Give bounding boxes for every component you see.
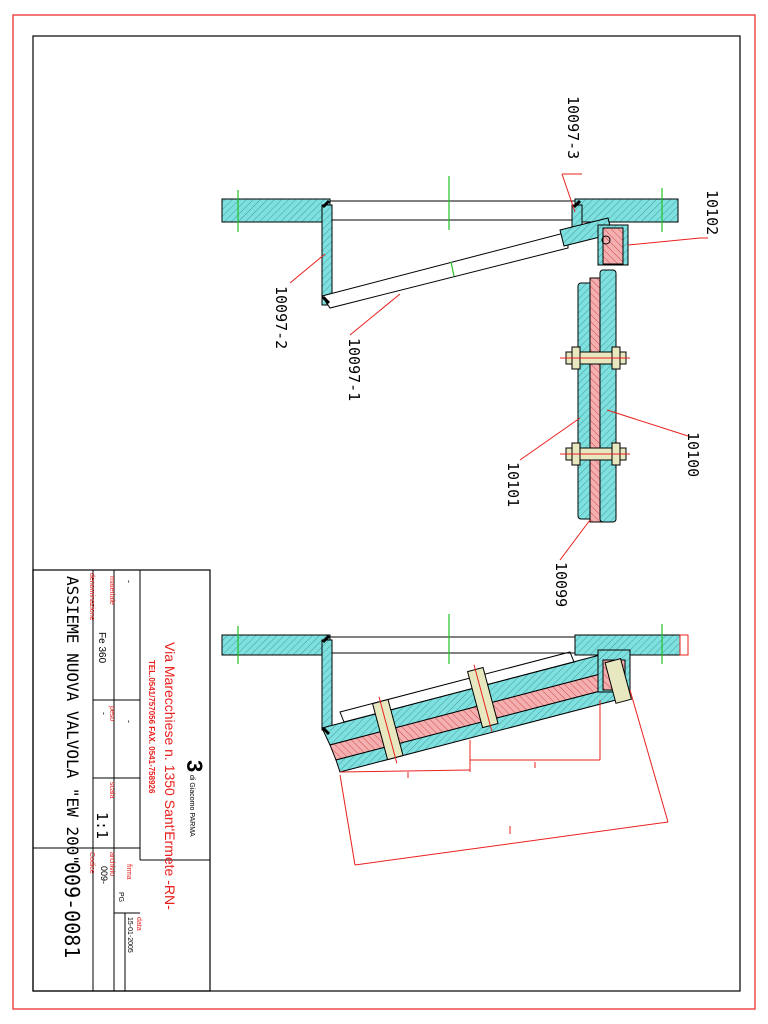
blank-field-1: -: [124, 580, 134, 583]
data-value: 15-01-2005: [126, 917, 133, 953]
peso-value: -: [99, 712, 109, 715]
part-label-10097-1: 10097-1: [345, 338, 363, 401]
materiale-value: Fe 360: [96, 632, 107, 664]
sheet-border: [12, 14, 756, 1010]
archivio-label: archivio: [108, 852, 115, 876]
scala-value: 1:1: [93, 812, 111, 839]
leaders-upper: [289, 173, 708, 561]
firma-label: firma: [125, 864, 132, 880]
part-label-10099: 10099: [552, 562, 570, 607]
logo-mark: 3: [182, 760, 207, 772]
company-phone: TEL.0541/757056 FAX. 0541-758926: [147, 660, 156, 794]
denominazione-value: ASSIEME NUOVA VALVOLA "EW 200": [63, 576, 82, 865]
company-name: di Giacomo PARMA: [188, 775, 195, 837]
part-label-10097-2: 10097-2: [272, 286, 290, 349]
company-address: Via Marecchiese n. 1350 Sant'Ermete -RN-: [162, 642, 178, 910]
denominazione-label: denominazione: [88, 573, 95, 621]
peso-label: peso: [108, 706, 115, 721]
codice-label: Codice: [88, 852, 95, 874]
scala-label: scala: [108, 782, 115, 798]
firma-value: PG: [117, 892, 124, 902]
upper-view: [221, 176, 679, 523]
part-label-10101: 10101: [504, 462, 522, 507]
part-label-10100: 10100: [684, 432, 702, 477]
lower-view: [221, 614, 689, 866]
title-block: 3 di Giacomo PARMA Via Marecchiese n. 13…: [32, 569, 211, 992]
blank-field-2: -: [124, 720, 134, 723]
data-label: data: [135, 917, 142, 931]
drawing-frame: [32, 35, 741, 992]
part-label-10097-3: 10097-3: [564, 96, 582, 159]
materiale-label: materiale: [108, 576, 115, 605]
part-label-10102: 10102: [703, 190, 721, 235]
codice-value: 009-0081: [60, 862, 84, 958]
archivio-value: 009-: [99, 866, 109, 884]
